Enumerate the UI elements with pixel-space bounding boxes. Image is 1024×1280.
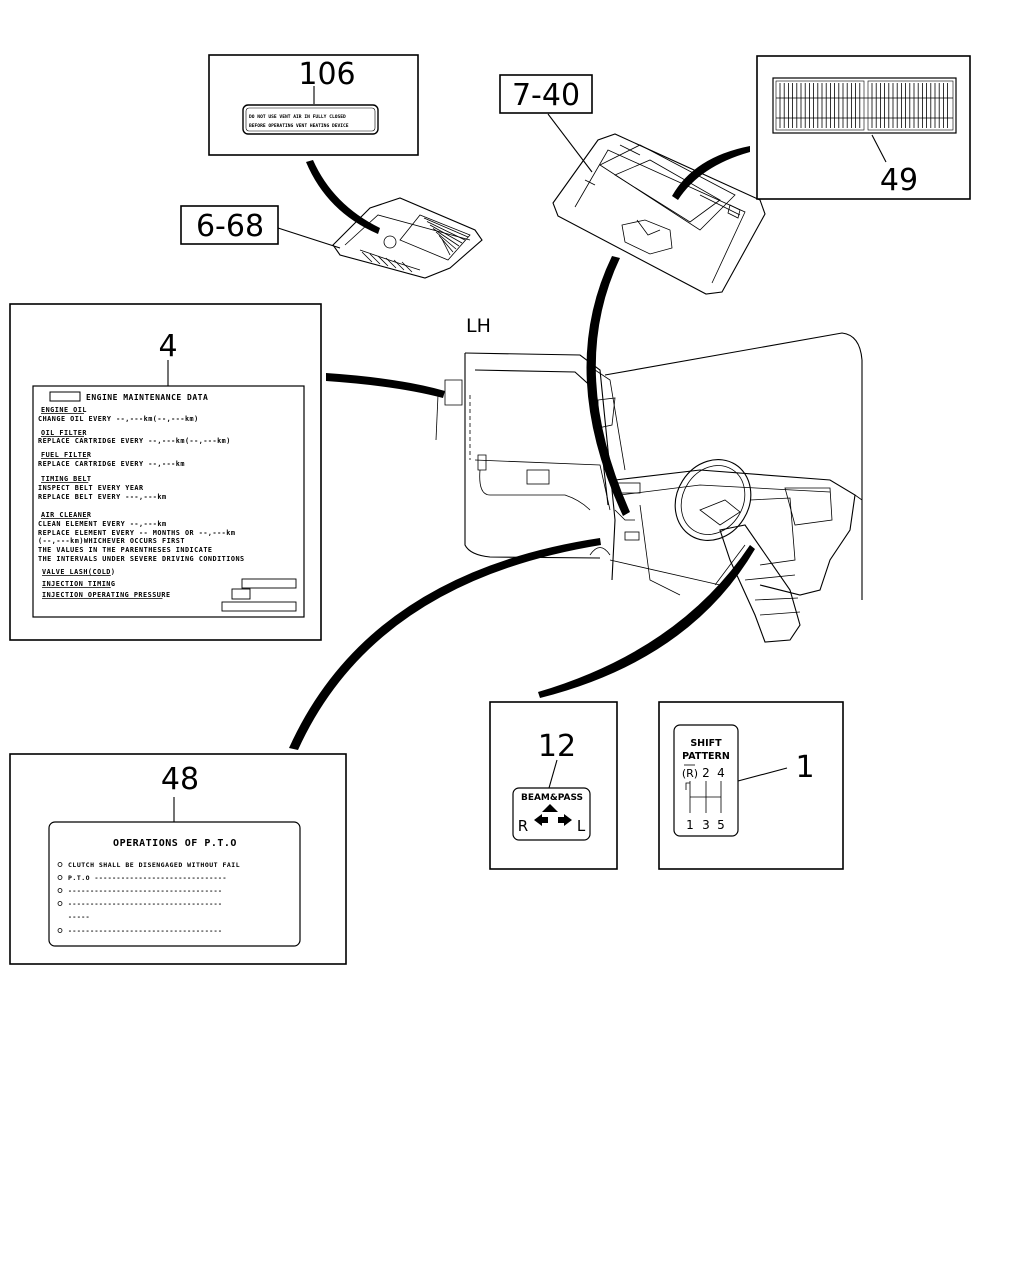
vent-slat xyxy=(385,257,397,269)
label-49-box: 49 xyxy=(756,55,971,200)
gear-5: 5 xyxy=(717,818,725,832)
vent-slat xyxy=(361,251,373,263)
callout-6-68: 6-68 xyxy=(196,209,264,244)
engine-label-line: (--,---km)WHICHEVER OCCURS FIRST xyxy=(38,537,185,545)
gear-4: 4 xyxy=(717,766,725,780)
callout-106: 106 xyxy=(298,57,355,92)
engine-label-line: THE VALUES IN THE PARENTHESES INDICATE xyxy=(38,546,213,554)
callout-12: 12 xyxy=(538,729,576,764)
vent-slat xyxy=(441,238,451,256)
pto-label-line: ----- xyxy=(68,913,90,921)
warning-line-1: DO NOT USE VENT AIR IN FULLY CLOSED xyxy=(249,114,346,120)
engine-label-line: THE INTERVALS UNDER SEVERE DRIVING CONDI… xyxy=(38,555,245,563)
vent-slat xyxy=(426,221,466,241)
leader-106 xyxy=(306,160,380,234)
vent-slat xyxy=(423,217,469,238)
gear-1: 1 xyxy=(686,818,694,832)
engine-label-line: CHANGE OIL EVERY --,---km(--,---km) xyxy=(38,415,199,423)
warning-line-2: BEFORE OPERATING VENT HEATING DEVICE xyxy=(249,123,349,129)
callout-4: 4 xyxy=(158,329,177,364)
beam-pass-title: BEAM&PASS xyxy=(521,793,583,803)
beam-l-label: L xyxy=(577,817,586,835)
engine-maintenance-box: 4 ENGINE MAINTENANCE DATA ENGINE OILCHAN… xyxy=(9,303,322,641)
glove-box-drawing xyxy=(552,133,766,295)
engine-label-line: INJECTION OPERATING PRESSURE xyxy=(42,591,171,599)
bullet-icon xyxy=(57,875,63,880)
shift-title-1: SHIFT xyxy=(690,738,722,749)
engine-label-line: CLEAN ELEMENT EVERY --,---km xyxy=(38,520,167,528)
callout-48: 48 xyxy=(161,762,199,797)
pto-label-line: ----------------------------------- xyxy=(68,900,222,908)
engine-label-line: INJECTION TIMING xyxy=(42,580,115,588)
callout-7-40: 7-40 xyxy=(512,78,580,113)
engine-label-line: TIMING BELT xyxy=(41,475,92,483)
shift-title-2: PATTERN xyxy=(682,751,730,762)
vent-slat xyxy=(369,253,381,265)
engine-label-line: REPLACE CARTRIDGE EVERY --,---km xyxy=(38,460,185,468)
engine-label-line: ENGINE OIL xyxy=(41,406,87,414)
bullet-icon xyxy=(57,862,63,867)
beam-r-label: R xyxy=(518,817,528,835)
engine-label-line: REPLACE CARTRIDGE EVERY --,---km(--,---k… xyxy=(38,437,231,445)
pto-label-box: 48 OPERATIONS OF P.T.O CLUTCH SHALL BE D… xyxy=(9,753,347,965)
engine-label-line: INSPECT BELT EVERY YEAR xyxy=(38,484,144,492)
vent-slat xyxy=(432,228,460,247)
beam-pass-box: 12 BEAM&PASS R L xyxy=(489,701,618,870)
vent-slat xyxy=(401,261,413,273)
engine-label-line: REPLACE BELT EVERY ---,---km xyxy=(38,493,167,501)
view-label: LH xyxy=(466,315,491,337)
bullet-icon xyxy=(57,901,63,906)
leader-7-40 xyxy=(586,256,630,516)
vent-slat xyxy=(438,235,454,253)
roof-vent-drawing xyxy=(332,197,483,279)
pto-label-line: P.T.O ------------------------------ xyxy=(68,874,227,882)
warning-label-106-box: 106 DO NOT USE VENT AIR IN FULLY CLOSED … xyxy=(208,54,419,156)
vent-slat xyxy=(393,259,405,271)
gear-3: 3 xyxy=(702,818,710,832)
engine-label-line: OIL FILTER xyxy=(41,429,87,437)
leader-4 xyxy=(326,373,445,398)
callout-1: 1 xyxy=(795,750,814,785)
bullet-icon xyxy=(57,928,63,933)
gear-2: 2 xyxy=(702,766,710,780)
pto-label-title: OPERATIONS OF P.T.O xyxy=(113,838,237,849)
leader-49 xyxy=(672,146,750,200)
engine-label-line: AIR CLEANER xyxy=(41,511,92,519)
engine-label-line: REPLACE ELEMENT EVERY -- MONTHS OR --,--… xyxy=(38,529,235,537)
pto-label-line: ----------------------------------- xyxy=(68,887,222,895)
vent-slat xyxy=(377,255,389,267)
engine-label-line: FUEL FILTER xyxy=(41,451,92,459)
callout-7-40-box: 7-40 xyxy=(499,74,593,173)
gear-r: (R) xyxy=(682,767,698,780)
cab-interior-drawing: LH xyxy=(435,315,863,643)
bullet-icon xyxy=(57,888,63,893)
shift-pattern-box: SHIFT PATTERN (R) 2 4 1 3 5 1 xyxy=(658,701,844,870)
vent-slat xyxy=(429,224,463,244)
engine-label-line: VALVE LASH(COLD) xyxy=(42,568,115,576)
pto-label-line: CLUTCH SHALL BE DISENGAGED WITHOUT FAIL xyxy=(68,861,240,869)
vent-slat xyxy=(435,231,457,250)
engine-label-title: ENGINE MAINTENANCE DATA xyxy=(86,393,208,402)
callout-49: 49 xyxy=(880,163,918,198)
pto-label-line: ----------------------------------- xyxy=(68,927,222,935)
callout-6-68-box: 6-68 xyxy=(180,205,341,249)
